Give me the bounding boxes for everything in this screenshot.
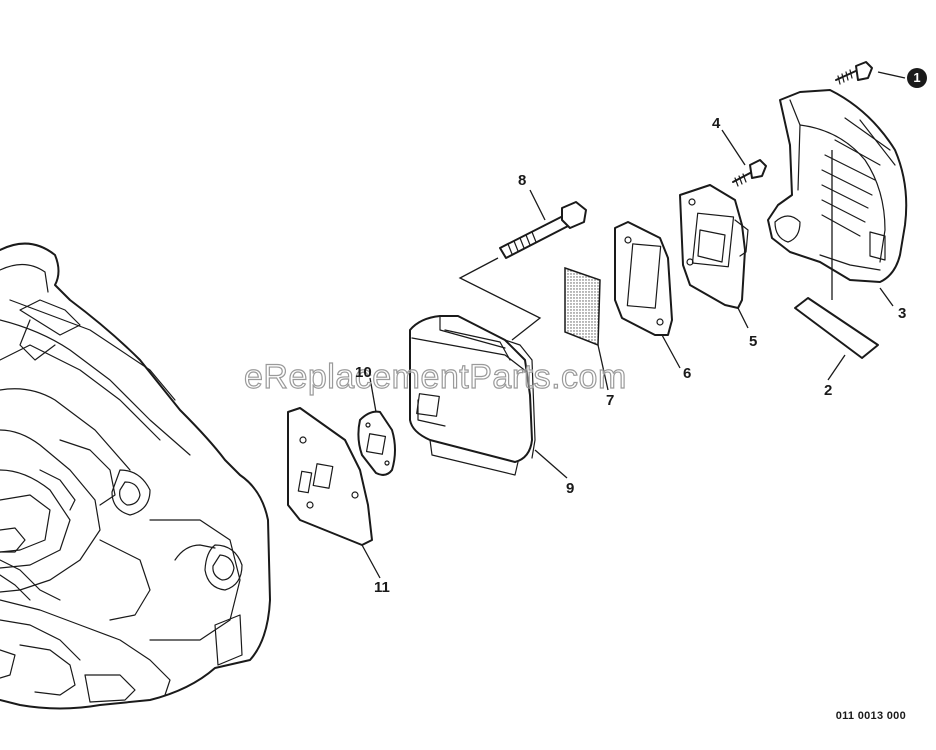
callout-5: 5 (749, 333, 758, 350)
callout-4: 4 (712, 115, 721, 132)
part-7-screen (564, 266, 601, 347)
callout-1: 1 (907, 68, 927, 88)
part-2-label (794, 297, 879, 359)
part-8-bolt (499, 201, 587, 259)
leader-lines (361, 71, 906, 579)
part-6-gasket (614, 221, 673, 336)
callout-6: 6 (683, 365, 692, 382)
watermark: eReplacementParts.com (243, 357, 627, 396)
part-3-cover (767, 89, 908, 283)
callout-3: 3 (898, 305, 907, 322)
diagram-code: 011 0013 000 (835, 710, 906, 722)
callout-7: 7 (606, 392, 615, 409)
part-10-gasket (357, 410, 396, 476)
callout-9: 9 (566, 480, 575, 497)
callout-8: 8 (518, 172, 527, 189)
part-11-gasket (287, 407, 373, 546)
callout-2: 2 (824, 382, 833, 399)
part-5-deflector (679, 184, 749, 309)
part-1-screw (835, 61, 873, 85)
callout-10: 10 (355, 364, 372, 381)
part-4-screw (732, 159, 767, 187)
callout-11: 11 (374, 579, 390, 596)
engine-housing (0, 242, 271, 710)
assembly-lines (458, 150, 833, 341)
part-9-muffler (409, 315, 536, 476)
